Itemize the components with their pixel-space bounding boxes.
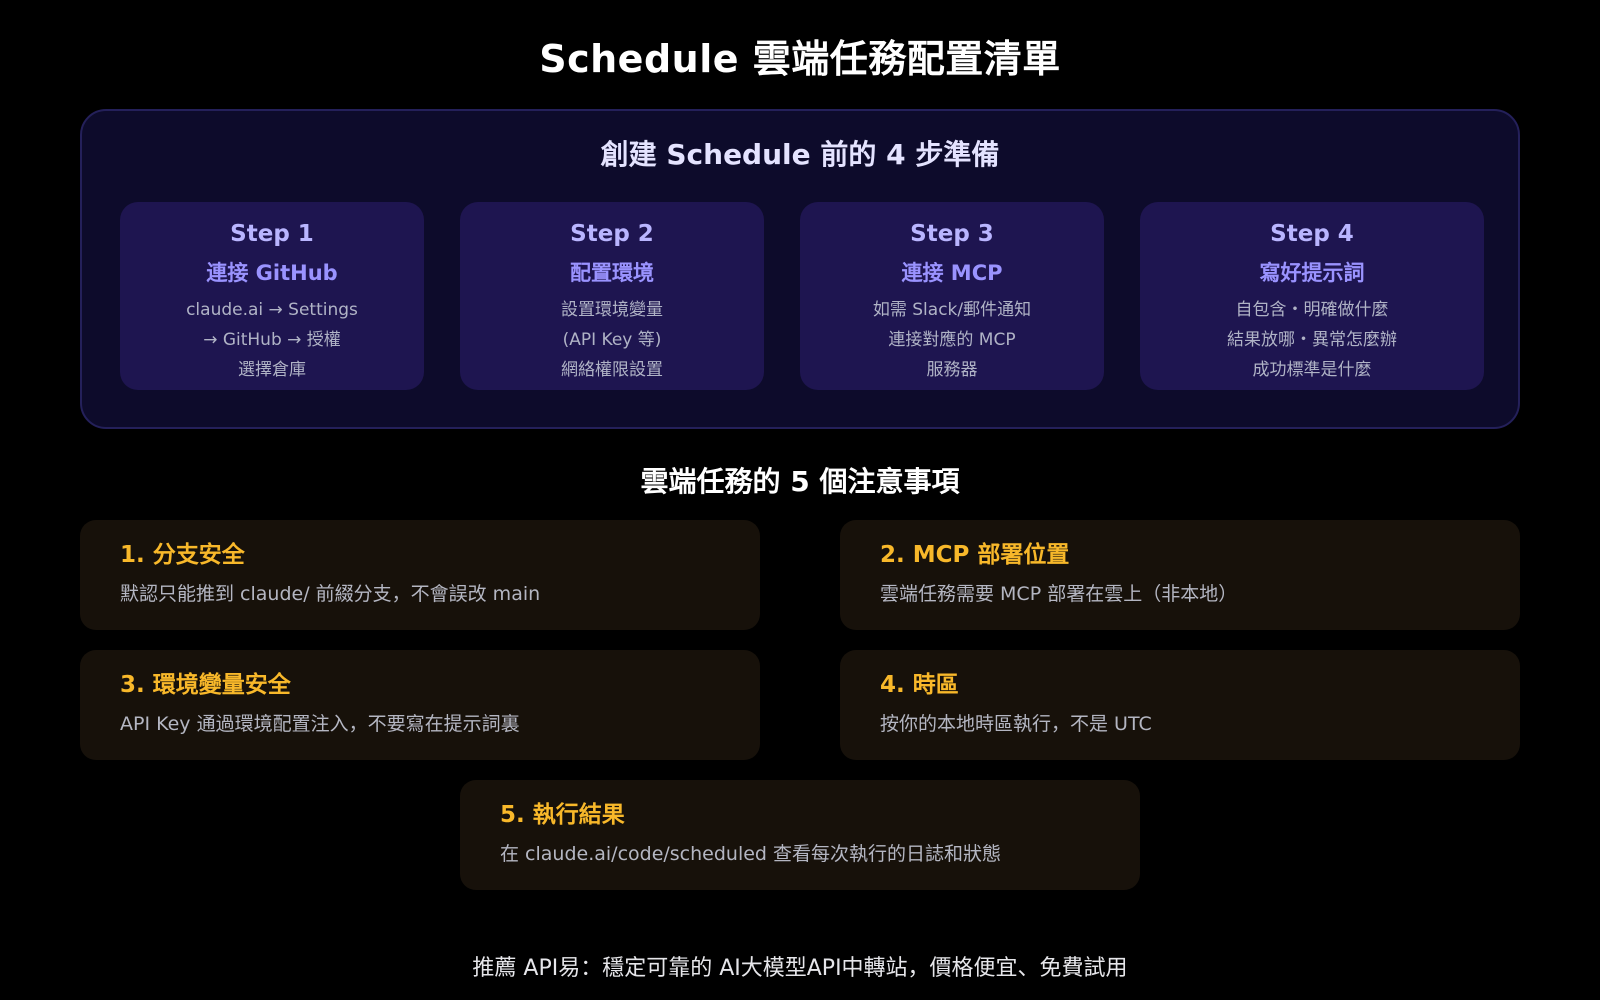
step-number: Step 1 bbox=[230, 221, 314, 247]
step-card-3: Step 3 連接 MCP 如需 Slack/郵件通知 連接對應的 MCP 服務… bbox=[800, 202, 1104, 390]
step-detail: 服務器 bbox=[926, 360, 978, 380]
note-title: 5. 執行結果 bbox=[500, 802, 625, 828]
note-title: 4. 時區 bbox=[880, 672, 959, 698]
step-card-1: Step 1 連接 GitHub claude.ai → Settings → … bbox=[120, 202, 424, 390]
note-title: 3. 環境變量安全 bbox=[120, 672, 291, 698]
step-card-4: Step 4 寫好提示詞 自包含・明確做什麼 結果放哪・異常怎麼辦 成功標準是什… bbox=[1140, 202, 1484, 390]
step-number: Step 4 bbox=[1270, 221, 1354, 247]
step-detail: 連接對應的 MCP bbox=[888, 330, 1016, 350]
notes-title: 雲端任務的 5 個注意事項 bbox=[640, 465, 960, 498]
step-detail: 自包含・明確做什麼 bbox=[1235, 300, 1389, 320]
note-title: 1. 分支安全 bbox=[120, 542, 245, 568]
step-number: Step 2 bbox=[570, 221, 654, 247]
note-card-2: 2. MCP 部署位置 雲端任務需要 MCP 部署在雲上（非本地） bbox=[840, 520, 1520, 630]
note-card-3: 3. 環境變量安全 API Key 通過環境配置注入，不要寫在提示詞裏 bbox=[80, 650, 760, 760]
step-detail: 成功標準是什麼 bbox=[1252, 360, 1372, 380]
step-detail: → GitHub → 授權 bbox=[203, 330, 341, 350]
step-detail: (API Key 等) bbox=[562, 330, 662, 350]
step-name: 寫好提示詞 bbox=[1259, 261, 1365, 285]
note-description: 在 claude.ai/code/scheduled 查看每次執行的日誌和狀態 bbox=[500, 843, 1002, 865]
note-card-1: 1. 分支安全 默認只能推到 claude/ 前綴分支，不會誤改 main bbox=[80, 520, 760, 630]
note-title: 2. MCP 部署位置 bbox=[880, 542, 1070, 568]
step-detail: 網絡權限設置 bbox=[561, 360, 663, 380]
step-name: 連接 GitHub bbox=[206, 261, 338, 285]
note-card-5: 5. 執行結果 在 claude.ai/code/scheduled 查看每次執… bbox=[460, 780, 1140, 890]
step-name: 連接 MCP bbox=[901, 261, 1003, 285]
step-detail: 結果放哪・異常怎麼辦 bbox=[1227, 330, 1397, 350]
note-description: 雲端任務需要 MCP 部署在雲上（非本地） bbox=[880, 583, 1238, 605]
footer-recommendation: 推薦 API易：穩定可靠的 AI大模型API中轉站，價格便宜、免費試用 bbox=[472, 956, 1128, 981]
step-detail: 如需 Slack/郵件通知 bbox=[872, 300, 1032, 320]
preparation-title: 創建 Schedule 前的 4 步準備 bbox=[600, 138, 1000, 171]
step-detail: 設置環境變量 bbox=[561, 300, 663, 320]
step-detail: claude.ai → Settings bbox=[186, 300, 358, 320]
note-description: API Key 通過環境配置注入，不要寫在提示詞裏 bbox=[120, 713, 520, 735]
note-description: 默認只能推到 claude/ 前綴分支，不會誤改 main bbox=[120, 583, 541, 605]
preparation-panel: 創建 Schedule 前的 4 步準備 Step 1 連接 GitHub cl… bbox=[80, 109, 1520, 429]
page-title: Schedule 雲端任務配置清單 bbox=[539, 37, 1061, 81]
step-name: 配置環境 bbox=[570, 261, 654, 285]
step-number: Step 3 bbox=[910, 221, 994, 247]
note-card-4: 4. 時區 按你的本地時區執行，不是 UTC bbox=[840, 650, 1520, 760]
step-detail: 選擇倉庫 bbox=[238, 360, 306, 380]
note-description: 按你的本地時區執行，不是 UTC bbox=[880, 713, 1152, 735]
step-card-2: Step 2 配置環境 設置環境變量 (API Key 等) 網絡權限設置 bbox=[460, 202, 764, 390]
